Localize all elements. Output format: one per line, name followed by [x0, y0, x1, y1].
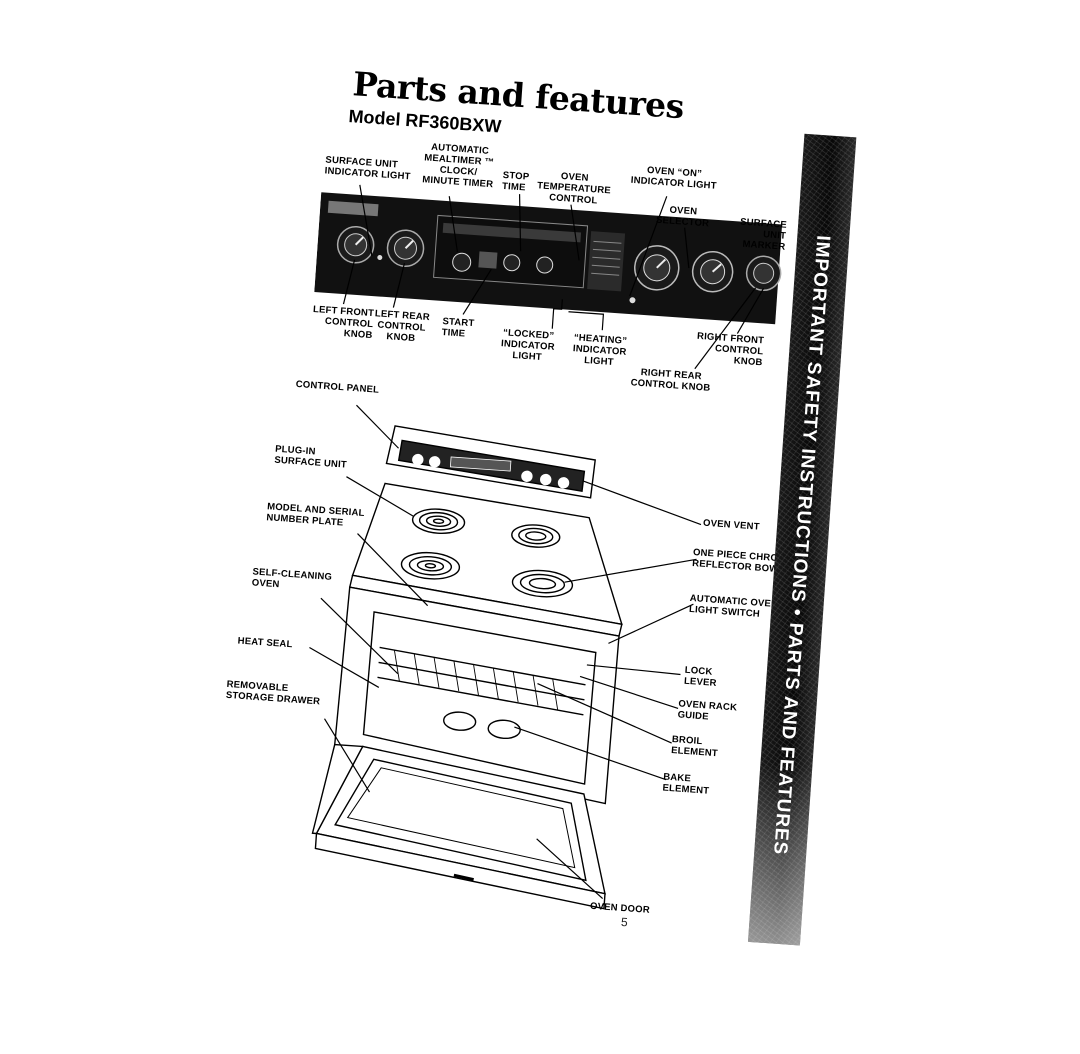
diagram-illustration — [309, 184, 783, 910]
label-oven-rack-guide: Oven rack guide — [677, 698, 738, 723]
oven-temperature-knob-icon — [634, 245, 680, 291]
label-heat-seal: Heat seal — [237, 635, 293, 651]
label-surface-unit-marker: Surface unit marker — [739, 216, 788, 253]
rotated-content: Parts and features Model RF360BXW — [226, 43, 861, 968]
coil-burner-icon — [411, 508, 466, 535]
label-automatic-mealtimer: Automatic Mealtimer ™ clock/ minute time… — [421, 141, 495, 191]
left-front-knob-icon — [336, 226, 375, 264]
label-right-front-control-knob: Right front control knob — [696, 330, 765, 369]
label-broil-element: Broil element — [670, 734, 719, 760]
label-start-time: Start time — [441, 316, 475, 340]
label-self-cleaning-oven: Self-cleaning oven — [251, 566, 333, 591]
label-left-front-control-knob: Left front control knob — [312, 303, 375, 342]
right-rear-knob-icon — [745, 255, 782, 292]
control-panel-illustration — [314, 192, 783, 325]
label-stop-time: Stop time — [501, 169, 530, 194]
range-leader-lines — [309, 404, 702, 900]
oven-selector-knob-icon — [691, 250, 734, 293]
label-lock-lever: Lock lever — [683, 664, 717, 689]
label-heating-indicator-light: “Heating” indicator light — [572, 332, 628, 369]
label-left-rear-control-knob: Left rear control knob — [374, 308, 431, 345]
label-oven-temperature-control: Oven temperature control — [536, 170, 612, 207]
label-oven-selector: Oven selector — [655, 204, 710, 230]
label-bake-element: Bake element — [662, 771, 710, 797]
label-plug-in-surface-unit: Plug-in surface unit — [274, 443, 348, 471]
left-rear-knob-icon — [386, 229, 425, 267]
label-locked-indicator-light: “Locked” indicator light — [500, 327, 556, 364]
panel-leader-lines — [342, 184, 765, 370]
side-tab-fade — [747, 762, 813, 946]
range-illustration — [311, 425, 623, 910]
page-number: 5 — [620, 914, 629, 930]
